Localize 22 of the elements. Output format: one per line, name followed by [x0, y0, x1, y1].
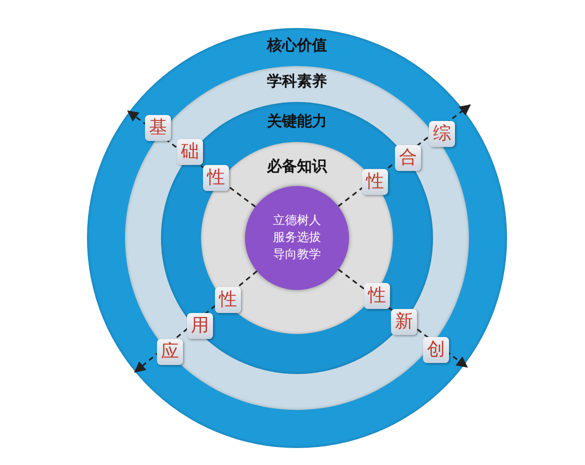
character-tile: 基: [145, 115, 171, 141]
character-tile: 性: [362, 169, 388, 195]
ring-title: 必备知识: [267, 157, 327, 176]
character-tile: 性: [215, 287, 241, 313]
character-tile: 创: [423, 337, 449, 363]
character-tile: 合: [395, 145, 421, 171]
character-tile: 用: [187, 313, 213, 339]
dashed-arrow: [338, 104, 471, 207]
character-tile: 性: [203, 165, 229, 191]
character-tile: 础: [177, 139, 203, 165]
character-tile: 应: [157, 339, 183, 365]
ring-title: 核心价值: [267, 36, 327, 55]
ring-title: 关键能力: [267, 112, 327, 131]
character-tile: 综: [429, 121, 455, 147]
dashed-arrow: [127, 110, 256, 208]
dashed-arrow: [338, 268, 468, 368]
center-text: 立德树人服务选拔导向教学: [272, 212, 322, 263]
ring-title: 学科素养: [267, 72, 327, 91]
dashed-arrow: [134, 270, 258, 373]
center-circle: [245, 186, 349, 290]
character-tile: 性: [364, 283, 390, 309]
character-tile: 新: [391, 309, 417, 335]
